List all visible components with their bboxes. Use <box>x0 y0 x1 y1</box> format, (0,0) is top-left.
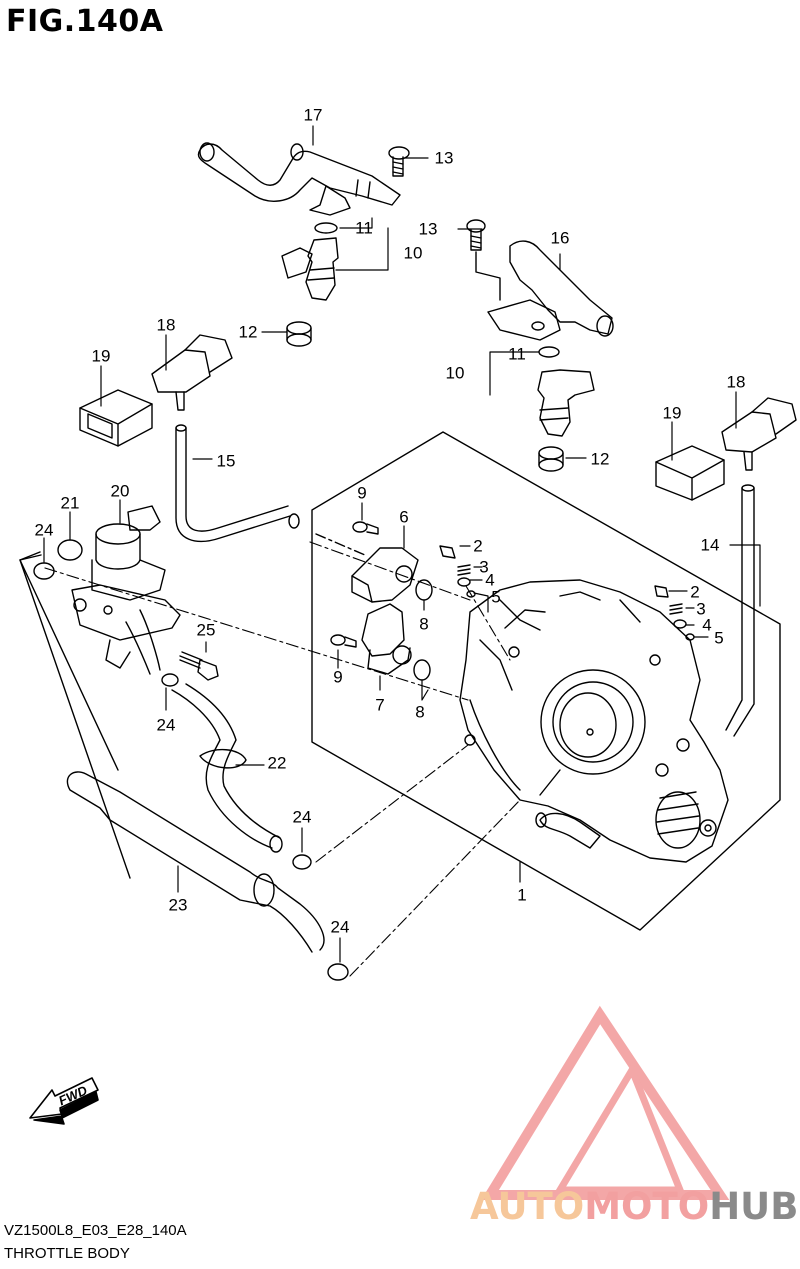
sub-frame-left <box>19 551 131 879</box>
screw-9-lower <box>330 634 357 648</box>
figure-title: FIG.140A <box>6 4 164 39</box>
vacuum-hose-15 <box>175 427 291 542</box>
watermark-logo <box>481 1005 730 1200</box>
callout-8: 8 <box>419 614 429 634</box>
rubber-cover-19-right <box>655 445 725 501</box>
screw-9-upper <box>352 521 379 535</box>
callout-10: 10 <box>445 363 465 383</box>
clamp-24-a <box>33 562 55 580</box>
bolt-25 <box>179 651 219 681</box>
section-name: THROTTLE BODY <box>4 1245 130 1262</box>
callout-19: 19 <box>91 346 111 366</box>
callout-15: 15 <box>216 451 236 471</box>
callout-6: 6 <box>399 507 409 527</box>
callout-8: 8 <box>415 702 425 722</box>
callout-13: 13 <box>418 219 438 239</box>
idle-speed-valve-20 <box>71 505 181 675</box>
pressure-sensor-18-right <box>721 397 797 471</box>
callout-9: 9 <box>333 667 343 687</box>
o-ring-11-lower <box>538 346 560 358</box>
callout-19: 19 <box>662 403 682 423</box>
brand-part-hub: HUB <box>709 1185 799 1228</box>
rubber-cover-19-left <box>79 389 153 447</box>
clamp-24-d <box>327 963 349 981</box>
callout-17: 17 <box>303 105 323 125</box>
callout-22: 22 <box>267 753 287 773</box>
callout-5: 5 <box>491 587 501 607</box>
seal-12-upper <box>286 321 312 347</box>
callout-2: 2 <box>473 536 483 556</box>
throttle-position-sensor-6 <box>351 547 419 603</box>
brand-part-moto: MOTO <box>584 1185 710 1228</box>
callout-2: 2 <box>690 582 700 602</box>
fuel-delivery-pipe-17 <box>197 142 401 216</box>
clamp-24-b <box>161 673 179 687</box>
callout-20: 20 <box>110 481 130 501</box>
fwd-arrow-icon <box>29 1077 99 1125</box>
vacuum-hose-14 <box>725 487 755 737</box>
callout-9: 9 <box>357 483 367 503</box>
intake-air-pressure-sensor-7 <box>361 603 412 675</box>
callout-18: 18 <box>726 372 746 392</box>
callout-24: 24 <box>330 917 350 937</box>
callout-16: 16 <box>550 228 570 248</box>
screw-set-left <box>439 545 476 598</box>
callout-1: 1 <box>517 885 527 905</box>
callout-21: 21 <box>60 493 80 513</box>
assembly-frame <box>311 431 781 931</box>
o-ring-21 <box>57 539 83 561</box>
callout-4: 4 <box>702 615 712 635</box>
callout-18: 18 <box>156 315 176 335</box>
brand-part-auto: AUTO <box>470 1185 585 1228</box>
callout-11: 11 <box>355 218 373 238</box>
throttle-body-1 <box>459 579 729 863</box>
callout-5: 5 <box>714 628 724 648</box>
brand-watermark: AUTOMOTOHUB <box>470 1185 798 1228</box>
callout-24: 24 <box>156 715 176 735</box>
callout-24: 24 <box>34 520 54 540</box>
callout-23: 23 <box>168 895 188 915</box>
seal-12-lower <box>538 446 564 472</box>
callout-3: 3 <box>696 599 706 619</box>
callout-12: 12 <box>590 449 610 469</box>
air-hose-22 <box>171 683 281 849</box>
o-ring-11-upper <box>314 222 338 234</box>
clamp-24-c <box>292 854 312 870</box>
callout-11: 11 <box>508 344 526 364</box>
callout-24: 24 <box>292 807 312 827</box>
fuel-delivery-pipe-16 <box>487 240 614 341</box>
air-hose-23 <box>66 771 325 953</box>
pressure-sensor-18-left <box>151 334 233 411</box>
model-code: VZ1500L8_E03_E28_140A <box>4 1222 187 1239</box>
callout-14: 14 <box>700 535 720 555</box>
callout-7: 7 <box>375 695 385 715</box>
callout-13: 13 <box>434 148 454 168</box>
bolt-13-upper <box>388 146 410 177</box>
fuel-injector-10-upper <box>281 237 339 301</box>
o-ring-8-lower <box>413 659 431 681</box>
bolt-13-lower <box>466 219 486 251</box>
callout-25: 25 <box>196 620 216 640</box>
callout-12: 12 <box>238 322 258 342</box>
callout-4: 4 <box>485 570 495 590</box>
callout-10: 10 <box>403 243 423 263</box>
callout-3: 3 <box>479 557 489 577</box>
fuel-injector-10-lower <box>537 369 595 437</box>
